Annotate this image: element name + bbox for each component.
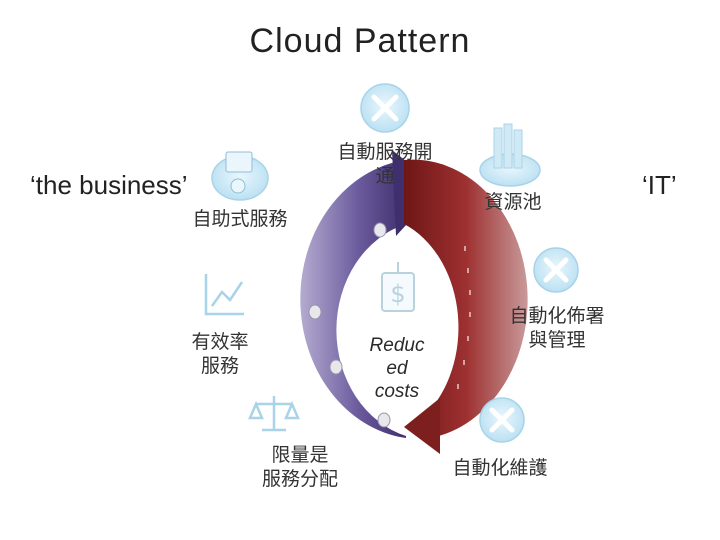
node-auto-provision: 自動服務開 通 <box>337 141 433 187</box>
dollar-down-icon: $ <box>381 262 415 312</box>
chart-icon <box>204 274 244 316</box>
tools-icon <box>360 83 410 133</box>
server-pool-icon <box>479 123 541 187</box>
node-auto-maintenance: 自動化維護 <box>452 457 548 479</box>
arc-dashes <box>457 246 471 389</box>
red-cycle-arrow <box>404 159 528 438</box>
svg-text:$: $ <box>390 280 405 308</box>
node-auto-deploy-manage: 自動化佈署 與管理 <box>509 305 605 351</box>
scales-icon <box>248 396 300 432</box>
arc-dots <box>308 222 391 428</box>
maintenance-tools-icon <box>479 397 525 443</box>
red-arrowhead <box>404 398 440 454</box>
deploy-tools-icon <box>533 247 579 293</box>
self-service-icon <box>211 151 269 201</box>
node-resource-pool: 資源池 <box>484 191 542 213</box>
center-label: Reduc ed costs <box>369 335 425 402</box>
right-side-label: ‘IT’ <box>642 170 677 200</box>
node-metered-allocation: 限量是 服務分配 <box>261 444 338 490</box>
diagram-title: Cloud Pattern <box>249 22 471 60</box>
node-efficient-service: 有效率 服務 <box>191 331 249 377</box>
node-self-service: 自助式服務 <box>192 208 288 230</box>
left-side-label: ‘the business’ <box>30 170 188 200</box>
